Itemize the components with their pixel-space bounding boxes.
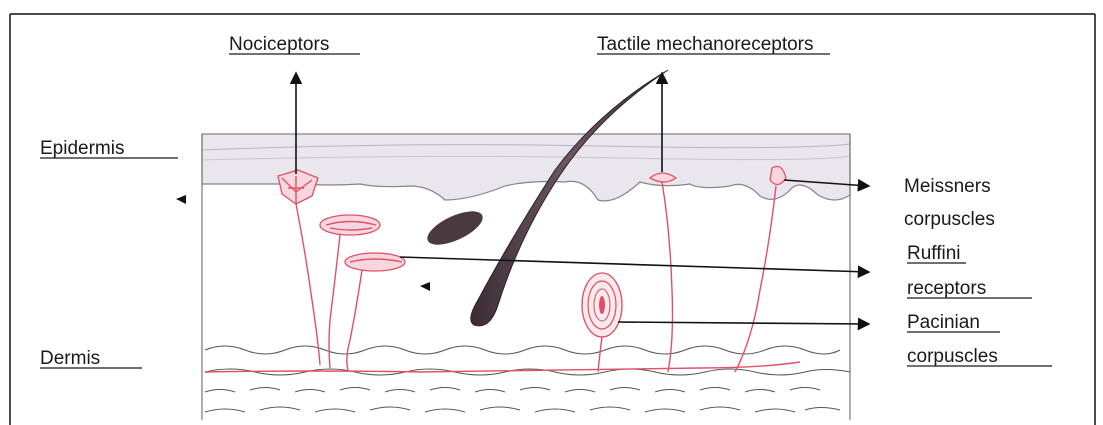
label-nociceptors: Nociceptors [229, 34, 329, 55]
meissner-fiber [735, 186, 776, 372]
dermis-pointer [420, 282, 430, 291]
epidermis-pointer [176, 195, 186, 204]
label-tactile-mechanoreceptors: Tactile mechanoreceptors [597, 34, 814, 55]
ruffini-fiber-lower [347, 270, 362, 370]
ruffini-fiber-upper [329, 235, 340, 368]
dermis-texture [205, 346, 850, 412]
label-meissners-line1: Meissners [904, 176, 991, 197]
ruffini-arrow [400, 257, 868, 272]
label-arrows [176, 74, 868, 324]
pacinian-arrow [618, 322, 868, 324]
label-ruffini-line1: Ruffini [907, 243, 961, 264]
tactile-fiber [662, 182, 673, 372]
label-pacinian-line2: corpuscles [907, 346, 998, 367]
pacinian-corpuscle [582, 273, 622, 337]
ruffini-ending-upper [320, 215, 380, 235]
label-epidermis: Epidermis [40, 138, 124, 159]
pacinian-fiber [598, 337, 602, 372]
label-meissners-line2: corpuscles [904, 209, 995, 230]
hair-shaft [471, 70, 668, 326]
sebaceous-gland [423, 204, 488, 251]
label-ruffini-line2: receptors [907, 278, 986, 299]
text-labels: Nociceptors Tactile mechanoreceptors Epi… [40, 34, 1052, 369]
label-dermis: Dermis [40, 348, 100, 369]
ruffini-ending-lower [345, 253, 405, 271]
nociceptor-fiber [296, 204, 320, 365]
label-pacinian-line1: Pacinian [907, 312, 980, 333]
nociceptor-endings [278, 170, 318, 204]
